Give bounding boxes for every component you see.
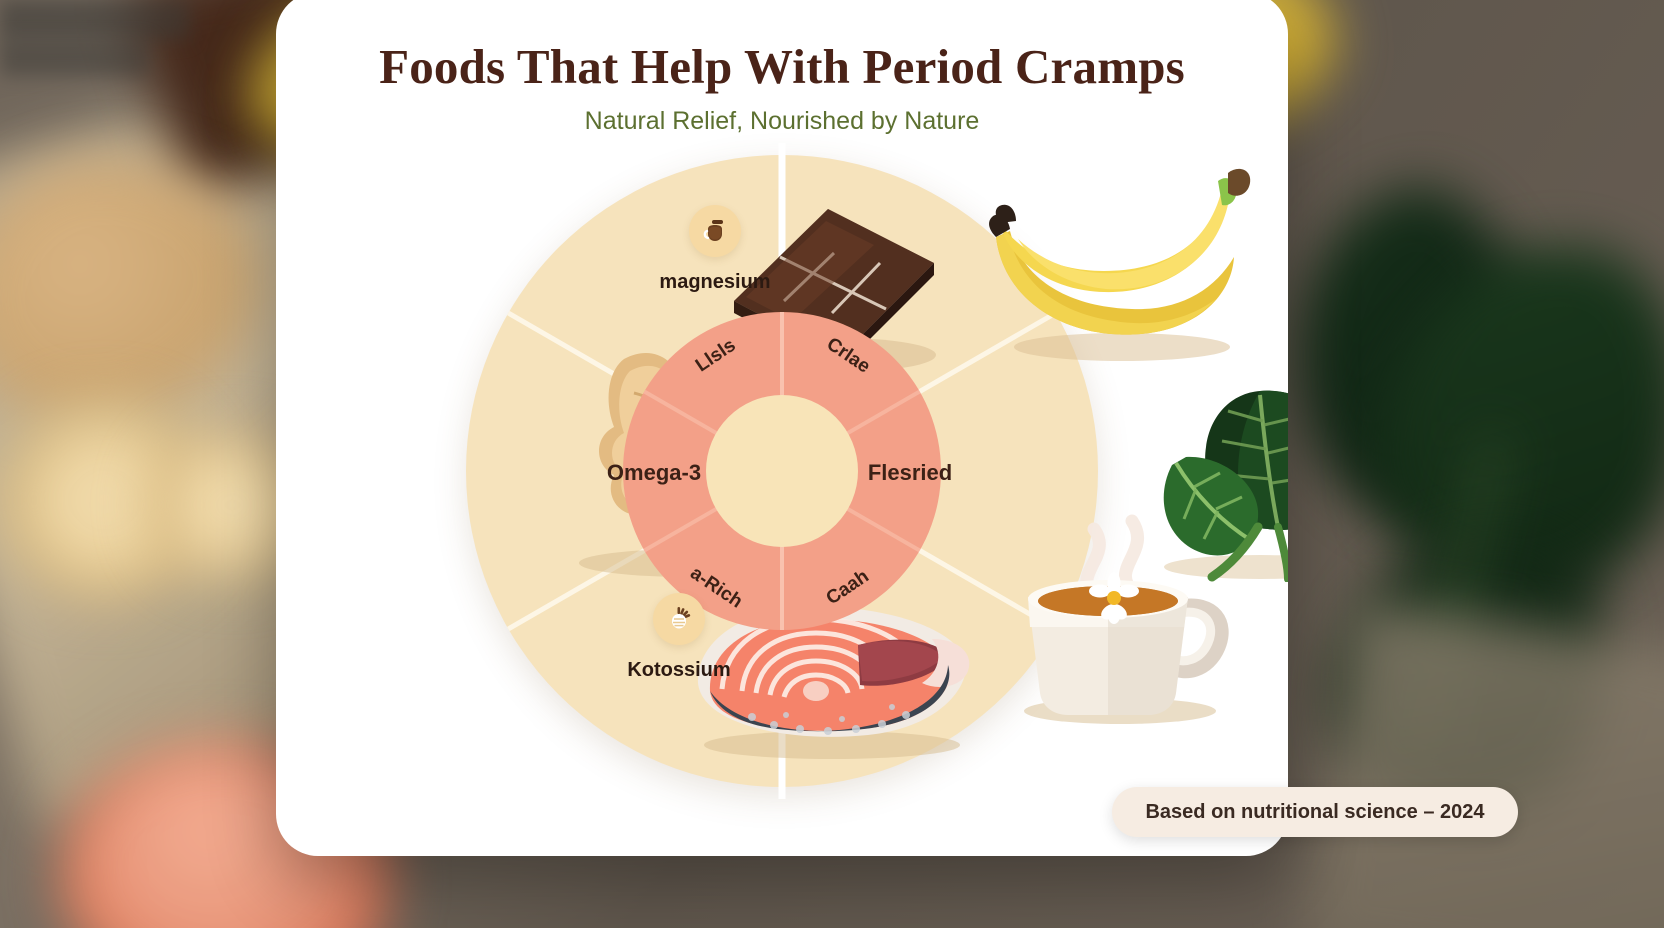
badge-potassium-label: Kotossium xyxy=(627,659,731,681)
wheel-inner-ring xyxy=(623,312,941,630)
badge-omega3s[interactable]: Omega-3s xyxy=(1267,205,1288,294)
page-title: Foods That Help With Period Cramps xyxy=(379,39,1185,94)
footer-source-text: Based on nutritional science – 2024 xyxy=(1145,800,1485,823)
wheel-area: Llsls Crlae Omega-3 Flesried a-Rich Caah xyxy=(276,137,1288,817)
bananas-illustration xyxy=(989,168,1251,361)
spinach-leaves-illustration xyxy=(1163,390,1288,582)
page-subtitle: Natural Relief, Nourished by Nature xyxy=(584,107,980,135)
ring-label-left: Omega-3 xyxy=(606,460,702,485)
background-text-left xyxy=(0,0,190,40)
salmon-steak-illustration xyxy=(697,606,970,759)
background-text-right xyxy=(0,40,150,76)
pot-icon xyxy=(689,205,741,257)
food-wheel: Llsls Crlae Omega-3 Flesried a-Rich Caah xyxy=(466,143,1288,799)
badge-magnesium[interactable]: magnesium xyxy=(615,205,815,294)
footer-source-badge: Based on nutritional science – 2024 xyxy=(1112,787,1518,837)
pineapple-icon xyxy=(653,593,705,645)
badge-omega3s-label: Omega-3s xyxy=(1267,271,1288,294)
badge-potassium[interactable]: Kotossium xyxy=(579,593,779,682)
ring-label-right: Flesried xyxy=(867,460,953,485)
wheel-hub xyxy=(706,395,858,547)
background-surface-right xyxy=(1298,597,1664,928)
chamomile-tea-illustration xyxy=(1024,514,1229,724)
badge-magnesium-label: magnesium xyxy=(659,271,771,293)
infographic-card: Foods That Help With Period Cramps Natur… xyxy=(276,0,1288,856)
